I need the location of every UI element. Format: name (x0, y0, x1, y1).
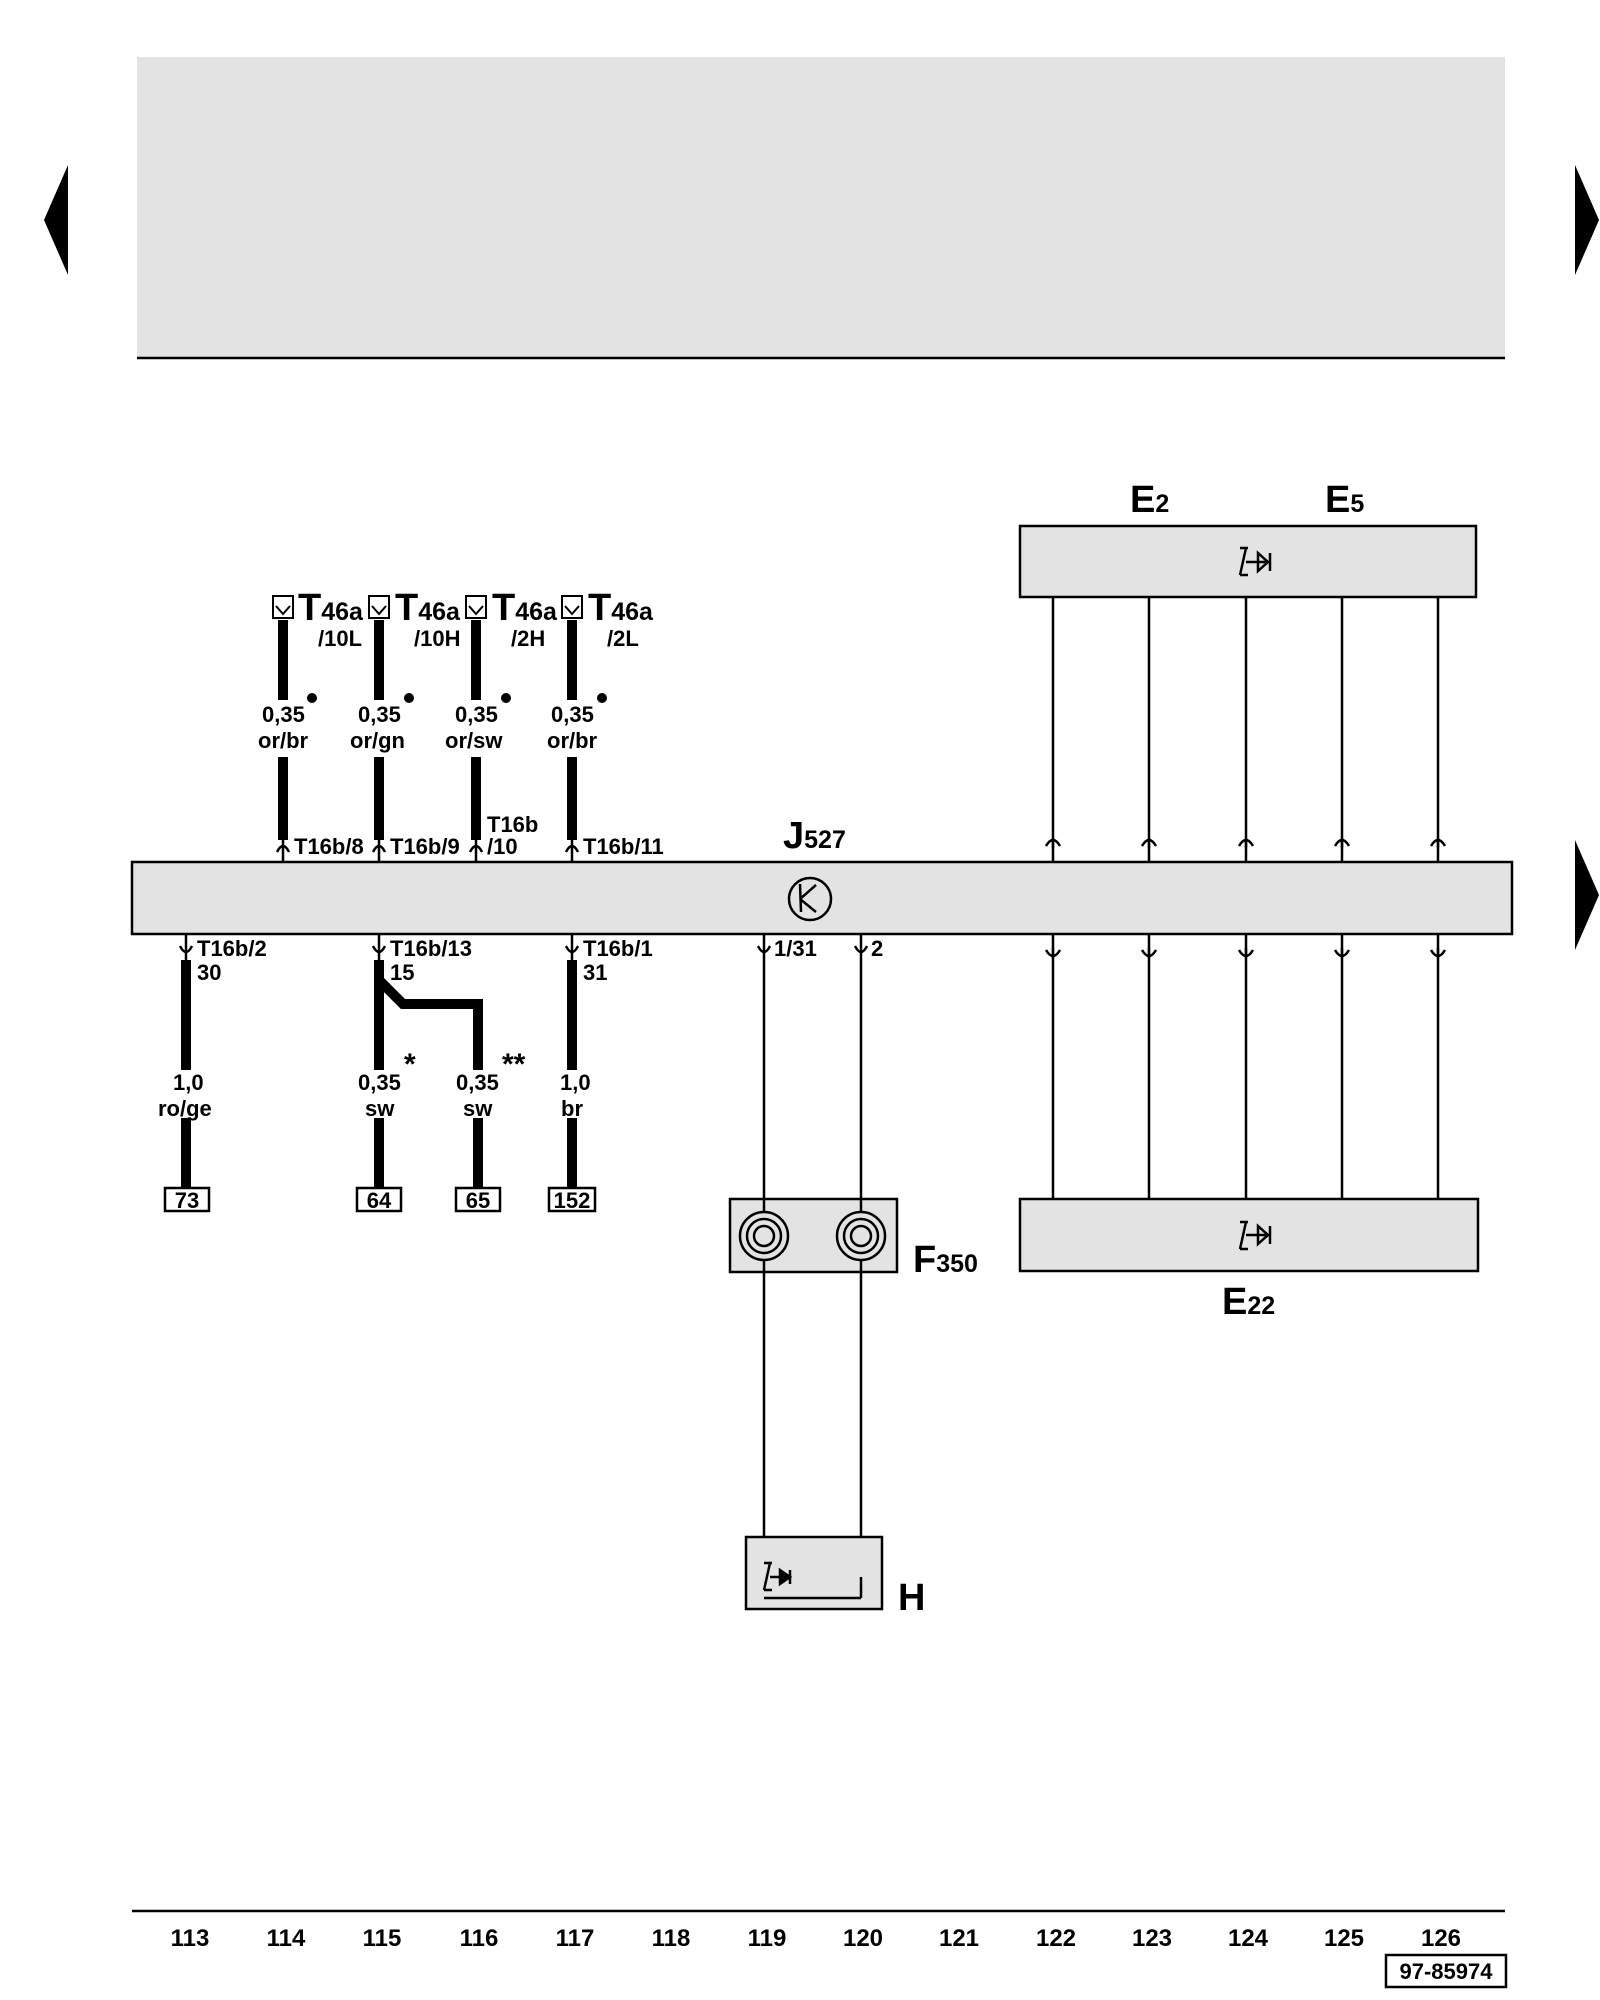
wire-color: or/br (547, 728, 598, 753)
column-number: 116 (460, 1925, 499, 1952)
wire-size: 0,35 (358, 1070, 401, 1095)
e2-label: E2 (1130, 479, 1169, 521)
column-number: 117 (556, 1925, 595, 1952)
ref-box[interactable] (547, 1186, 597, 1213)
terminal-number: 15 (390, 960, 414, 985)
power-wires (181, 934, 577, 1188)
column-number: 126 (1421, 1925, 1461, 1952)
ref-number: 65 (466, 1188, 490, 1213)
t46a-label-2: T46a (395, 587, 461, 629)
column-number: 120 (843, 1925, 883, 1952)
wire-mark: * (404, 1048, 416, 1081)
e5-label: E5 (1325, 479, 1364, 521)
wire-size: 0,35 (358, 702, 401, 727)
next-section-arrow-icon[interactable] (1575, 840, 1599, 950)
pin-label: 2 (871, 936, 883, 961)
terminal-label: /10 (487, 834, 518, 859)
j527-label: J527 (783, 815, 846, 857)
switch-symbol-icon (1238, 546, 1272, 577)
t46a-pin-1: /10L (318, 626, 362, 651)
column-number: 119 (748, 1925, 787, 1952)
doc-number: 97-85974 (1400, 1959, 1494, 1984)
ref-number: 73 (175, 1188, 199, 1213)
t46a-label-1: T46a (298, 587, 364, 629)
wire-size: 0,35 (551, 702, 594, 727)
terminal-number: 31 (583, 960, 607, 985)
column-number: 115 (363, 1925, 402, 1952)
switch-symbol-icon (1238, 1220, 1272, 1251)
wire-size: 1,0 (560, 1070, 591, 1095)
wire-size: 0,35 (455, 702, 498, 727)
wire-size: 0,35 (456, 1070, 499, 1095)
column-number: 122 (1036, 1925, 1076, 1952)
prev-page-arrow-icon[interactable] (44, 165, 68, 275)
t46a-label-3: T46a (492, 587, 558, 629)
terminal-label: T16b/1 (583, 936, 653, 961)
e22-label: E22 (1222, 1281, 1275, 1323)
j527-control-unit (130, 860, 1514, 936)
e22-wires (1051, 934, 1440, 1199)
terminal-label: T16b/8 (294, 834, 364, 859)
wire-color: br (561, 1096, 583, 1121)
horn-switch-icon (762, 1561, 863, 1600)
j527-symbol-icon (787, 876, 833, 922)
column-numbers: 113 114 115 116 117 118 119 120 121 122 … (171, 1925, 1461, 1952)
t46a-pin-4: /2L (607, 626, 639, 651)
wire-color: or/br (258, 728, 309, 753)
wire-color: sw (365, 1096, 395, 1121)
column-number: 118 (652, 1925, 691, 1952)
terminal-number: 30 (197, 960, 221, 985)
ref-number: 64 (367, 1188, 392, 1213)
terminal-label: T16b/2 (197, 936, 267, 961)
column-number: 114 (267, 1925, 306, 1952)
connector-arrows-bottom-icon (1044, 948, 1447, 958)
column-number: 125 (1324, 1925, 1364, 1952)
wire-color: or/gn (350, 728, 405, 753)
header-panel (137, 57, 1505, 357)
wire-size: 0,35 (262, 702, 305, 727)
wire-mark: ** (502, 1048, 526, 1081)
terminal-label: T16b/13 (390, 936, 472, 961)
wire-color: sw (463, 1096, 493, 1121)
column-number: 121 (939, 1925, 979, 1952)
column-number: 124 (1228, 1925, 1269, 1952)
terminal-label: T16b (487, 812, 538, 837)
ref-number: 152 (554, 1188, 591, 1213)
terminal-label: T16b/11 (583, 834, 664, 859)
t46a-label-4: T46a (588, 587, 654, 629)
pin-label: 1/31 (774, 936, 817, 961)
terminal-label: T16b/9 (390, 834, 460, 859)
next-page-arrow-icon[interactable] (1575, 165, 1599, 275)
doc-number-box (1384, 1953, 1508, 1989)
ref-box[interactable] (355, 1186, 403, 1213)
t46a-connector-icons (272, 595, 583, 619)
t46a-pin-2: /10H (414, 626, 460, 651)
can-wires (278, 620, 577, 862)
connector-arrows-top-icon (1044, 838, 1447, 848)
t46a-pin-3: /2H (511, 626, 545, 651)
connector-arrows-bottom-power-icon (178, 945, 580, 954)
ref-box[interactable] (163, 1186, 211, 1213)
twisted-pair-dots (307, 693, 607, 703)
column-number: 113 (171, 1925, 210, 1952)
f350-label: F350 (913, 1239, 978, 1281)
h-label: H (898, 1577, 925, 1619)
connector-arrows-top-can-icon (275, 844, 580, 853)
wire-color: ro/ge (158, 1096, 212, 1121)
column-number: 123 (1132, 1925, 1172, 1952)
ref-box[interactable] (454, 1186, 502, 1213)
wire-size: 1,0 (173, 1070, 204, 1095)
e2-e5-wires (1051, 597, 1440, 862)
wire-color: or/sw (445, 728, 503, 753)
